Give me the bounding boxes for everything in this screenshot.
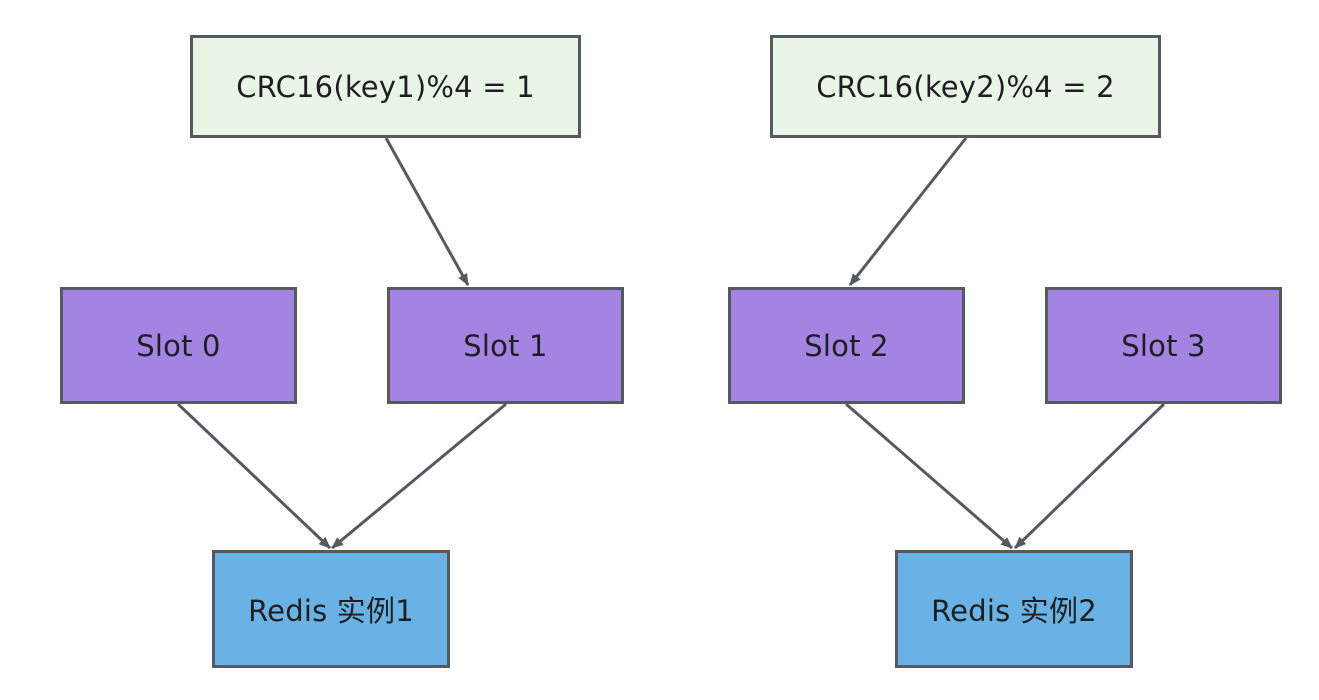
hash-node-key2: CRC16(key2)%4 = 2	[770, 35, 1161, 138]
slot-node-0: Slot 0	[60, 287, 297, 404]
redis-instance-1-node: Redis 实例1	[212, 550, 450, 668]
slot-node-1: Slot 1	[387, 287, 624, 404]
redis-instance-2-label: Redis 实例2	[931, 594, 1097, 628]
slot-node-1-label: Slot 1	[463, 328, 548, 363]
redis-instance-1-label: Redis 实例1	[248, 594, 414, 628]
edge-slot0-to-redis1	[176, 402, 332, 550]
edge-slot2-to-redis2	[845, 402, 1013, 550]
edge-hash2-to-slot2	[848, 137, 968, 286]
hash-node-key1-label: CRC16(key1)%4 = 1	[236, 69, 535, 104]
slot-node-2-label: Slot 2	[804, 328, 889, 363]
edge-hash1-to-slot1	[384, 137, 470, 286]
hash-node-key2-label: CRC16(key2)%4 = 2	[816, 69, 1115, 104]
slot-node-2: Slot 2	[728, 287, 965, 404]
edge-slot3-to-redis2	[1013, 402, 1166, 550]
hash-node-key1: CRC16(key1)%4 = 1	[190, 35, 581, 138]
slot-node-0-label: Slot 0	[136, 328, 221, 363]
slot-node-3: Slot 3	[1045, 287, 1282, 404]
edge-slot1-to-redis1	[331, 402, 507, 550]
slot-node-3-label: Slot 3	[1121, 328, 1206, 363]
redis-instance-2-node: Redis 实例2	[895, 550, 1133, 668]
